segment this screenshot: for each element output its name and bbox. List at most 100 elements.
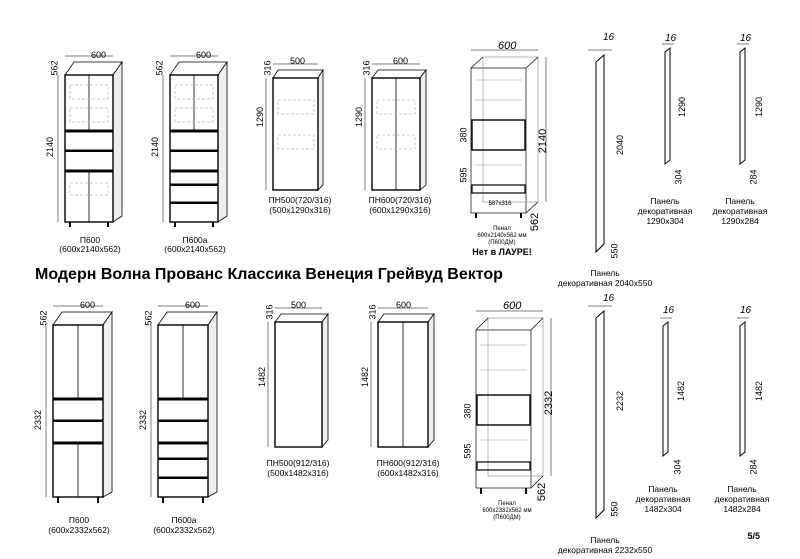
p600a-bottom-width: 600 <box>185 300 201 310</box>
panel-2040-depth: 550 <box>609 243 620 259</box>
panel-2040-thickness: 16 <box>603 32 615 43</box>
panel-2040-height: 2040 <box>615 134 626 156</box>
panel-1482x304-height: 1482 <box>676 380 687 402</box>
pn600-top-depth: 316 <box>361 60 372 76</box>
penal-bottom-caption2: 600х2332х562 мм <box>482 508 532 514</box>
panel-1482x284-bottom <box>737 317 749 458</box>
panel-1482x304-thickness: 16 <box>663 305 675 316</box>
panel-1290x284-label3: 1290х284 <box>721 216 759 226</box>
p600-bottom-name: П600 <box>68 515 90 525</box>
p600a-bottom-depth: 562 <box>143 310 154 326</box>
penal-bottom-width: 600 <box>503 300 522 312</box>
p600a-top-name: П600а <box>182 235 208 245</box>
panel-1290x284-top <box>737 43 749 166</box>
panel-2232-bottom <box>588 305 612 520</box>
page-number: 5/5 <box>747 531 760 541</box>
penal-top-caption3: (П600ДМ) <box>488 240 516 246</box>
panel-1482x284-height: 1482 <box>754 380 765 402</box>
penal-top-width: 600 <box>498 40 517 52</box>
penal-top-caption1: Пенал <box>493 226 511 232</box>
cabinet-pn500-top <box>265 63 324 191</box>
pn600-top-name: ПН600(720/316) <box>368 195 432 205</box>
panel-1482x284-thickness: 16 <box>740 305 752 316</box>
penal-top-caption2: 600х2140х562 мм <box>477 233 527 239</box>
penal-bottom-depth: 562 <box>536 482 549 502</box>
panel-2232-label2: декоративная 2232х550 <box>557 545 653 555</box>
panel-1482x304-label3: 1482х304 <box>644 504 682 514</box>
panel-1290x304-label2: декоративная <box>637 206 693 216</box>
p600-top-width: 600 <box>91 50 107 60</box>
panel-1290x304-thickness: 16 <box>665 33 677 44</box>
penal-top-height: 2140 <box>537 128 550 154</box>
pn500-top-height: 1290 <box>255 106 266 128</box>
panel-2040-top <box>588 49 612 254</box>
panel-2232-thickness: 16 <box>603 293 615 304</box>
penal-wireframe-top <box>470 49 547 218</box>
cabinet-pn600-bottom <box>370 307 435 449</box>
pn500-top-width: 500 <box>290 56 306 66</box>
cabinet-p600-bottom <box>45 305 113 503</box>
p600-bottom-width: 600 <box>80 300 96 310</box>
pn500-bottom-depth: 316 <box>264 304 275 320</box>
penal-top-595: 595 <box>458 167 469 183</box>
penal-top-inner: 587х316 <box>488 201 512 207</box>
pn500-top-depth: 316 <box>262 60 273 76</box>
page-title: Модерн Волна Прованс Классика Венеция Гр… <box>35 266 503 283</box>
panel-1482x284-label: Панель <box>727 484 757 494</box>
pn500-bottom-width: 500 <box>291 300 307 310</box>
pn600-top-width: 600 <box>393 56 409 66</box>
panel-1290x304-top <box>662 43 674 166</box>
panel-1482x304-label2: декоративная <box>635 494 691 504</box>
cabinet-pn500-bottom <box>267 307 329 449</box>
panel-2232-label: Панель <box>590 535 620 545</box>
p600a-top-depth: 562 <box>154 60 165 76</box>
panel-1482x304-label: Панель <box>648 484 678 494</box>
cabinet-pn600-top <box>364 63 427 191</box>
p600-top-size: (600x2140x562) <box>59 244 121 254</box>
p600a-bottom-size: (600х2332х562) <box>153 525 215 535</box>
panel-2232-height: 2232 <box>615 390 626 412</box>
pn600-bottom-height: 1482 <box>360 366 371 388</box>
panel-1290x304-depth: 304 <box>673 169 684 185</box>
pn500-top-size: (500x1290x316) <box>269 205 331 215</box>
p600-top-name: П600 <box>79 235 101 245</box>
panel-1482x284-label2: декоративная <box>714 494 770 504</box>
panel-2040-label2: декоративная 2040х550 <box>557 278 653 288</box>
cabinet-p600a-bottom <box>150 305 218 503</box>
pn600-bottom-width: 600 <box>396 300 412 310</box>
pn600-top-size: (600x1290x316) <box>369 205 431 215</box>
panel-1290x284-label: Панель <box>725 196 755 206</box>
panel-1482x284-depth: 284 <box>748 459 759 475</box>
pn500-bottom-name: ПН500(912/316) <box>266 458 330 468</box>
p600-bottom-height: 2332 <box>33 409 44 431</box>
panel-2040-label: Панель <box>590 268 620 278</box>
p600a-top-width: 600 <box>196 50 212 60</box>
p600a-top-height: 2140 <box>150 136 161 158</box>
pn600-bottom-size: (600х1482х316) <box>377 468 439 478</box>
p600-bottom-size: (600х2332х562) <box>48 525 110 535</box>
penal-bottom-caption3: (П600ДМ) <box>493 515 521 521</box>
pn600-top-height: 1290 <box>354 106 365 128</box>
pn500-bottom-height: 1482 <box>257 366 268 388</box>
panel-1290x304-height: 1290 <box>677 96 688 118</box>
panel-1290x304-label: Панель <box>650 196 680 206</box>
panel-1482x304-depth: 304 <box>672 459 683 475</box>
penal-top-380: 380 <box>458 127 469 143</box>
pn600-bottom-name: ПН600(912/316) <box>376 458 440 468</box>
p600-bottom-depth: 562 <box>38 310 49 326</box>
p600-top-height: 2140 <box>45 136 56 158</box>
penal-bottom-caption1: Пенал <box>498 501 516 507</box>
panel-1290x284-label2: декоративная <box>712 206 768 216</box>
panel-1290x304-label3: 1290х304 <box>646 216 684 226</box>
panel-1482x284-label3: 1482х284 <box>723 504 761 514</box>
cabinet-p600a-top <box>162 55 228 227</box>
penal-wireframe-bottom <box>475 310 552 494</box>
pn500-top-name: ПН500(720/316) <box>268 195 332 205</box>
penal-bottom-height: 2332 <box>543 390 556 416</box>
penal-bottom-380: 380 <box>462 403 473 419</box>
pn500-bottom-size: (500х1482х316) <box>267 468 329 478</box>
p600a-top-size: (600x2140x562) <box>164 244 226 254</box>
penal-bottom-595: 595 <box>462 443 473 459</box>
